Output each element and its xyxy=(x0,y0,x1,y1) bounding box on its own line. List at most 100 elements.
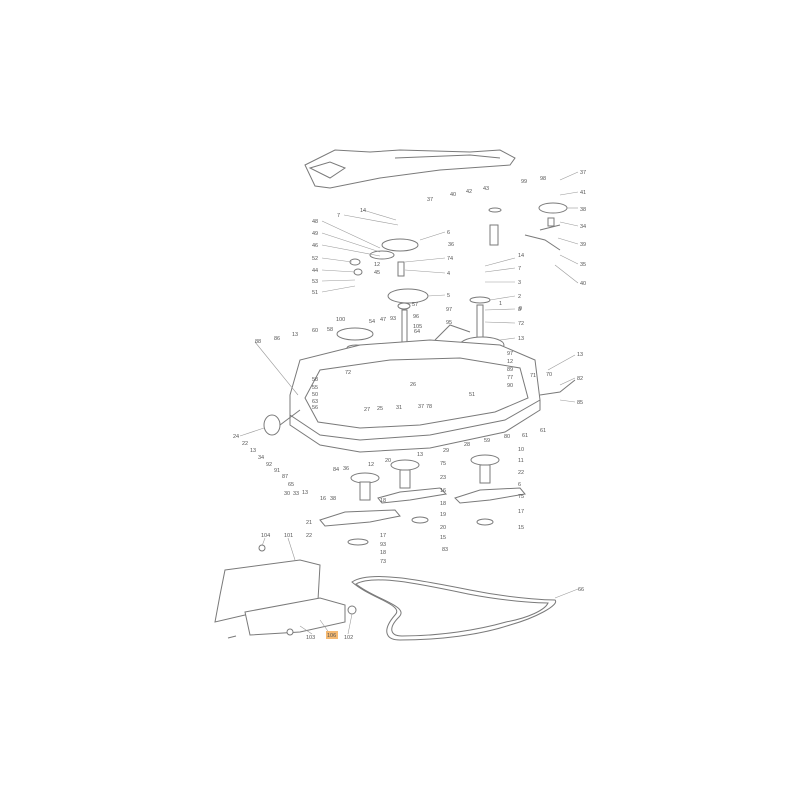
callout-label: 27 xyxy=(364,407,370,413)
callout-label: 39 xyxy=(580,242,586,248)
callout-label: 93 xyxy=(390,316,396,322)
callout-label: 57 xyxy=(412,302,418,308)
callout-label: 88 xyxy=(255,339,261,345)
callout-label: 31 xyxy=(396,405,402,411)
callout-label: 102 xyxy=(344,635,353,641)
callout-label: 98 xyxy=(540,176,546,182)
callout-label: 45 xyxy=(374,270,380,276)
callout-label: 85 xyxy=(577,400,583,406)
callout-label: 64 xyxy=(414,329,420,335)
callout-label: 78 xyxy=(426,404,432,410)
callout-label: 22 xyxy=(306,533,312,539)
callout-label: 53 xyxy=(312,279,318,285)
callout-label: 37 xyxy=(580,170,586,176)
callout-label: 34 xyxy=(580,224,586,230)
callout-label: 3 xyxy=(518,280,521,286)
callout-label: 18 xyxy=(380,550,386,556)
callout-label: 52 xyxy=(312,256,318,262)
callout-label: 61 xyxy=(540,428,546,434)
callout-label: 30 xyxy=(284,491,290,497)
callout-label: 13 xyxy=(302,490,308,496)
callout-label: 19 xyxy=(440,512,446,518)
right-pulley-stack xyxy=(459,202,568,354)
callout-label: 50 xyxy=(312,392,318,398)
callout-label: 36 xyxy=(343,466,349,472)
callout-label: 70 xyxy=(546,372,552,378)
blade-assemblies xyxy=(319,454,526,546)
callout-label: 61 xyxy=(522,433,528,439)
callout-label: 38 xyxy=(330,496,336,502)
callout-label: 71 xyxy=(530,373,536,379)
callout-label: 2 xyxy=(518,294,521,300)
callout-label: 60 xyxy=(312,328,318,334)
callout-label: 10 xyxy=(518,447,524,453)
callout-label: 54 xyxy=(369,319,375,325)
callout-label: 100 xyxy=(336,317,345,323)
callout-label: 87 xyxy=(282,474,288,480)
callout-label: 95 xyxy=(446,320,452,326)
callout-labels: 37 41 38 34 39 35 40 99 98 43 42 40 37 3… xyxy=(233,170,586,641)
callout-label: 34 xyxy=(258,455,264,461)
callout-label: 12 xyxy=(368,462,374,468)
callout-label: 12 xyxy=(507,359,513,365)
callout-label: 49 xyxy=(312,231,318,237)
callout-label: 22 xyxy=(242,441,248,447)
callout-label: 5 xyxy=(447,293,450,299)
callout-label: 58 xyxy=(312,377,318,383)
callout-label: 59 xyxy=(484,438,490,444)
callout-label: 18 xyxy=(440,501,446,507)
highlight-box xyxy=(326,631,338,639)
callout-label: 56 xyxy=(312,405,318,411)
callout-label: 73 xyxy=(380,559,386,565)
callout-label: 37 xyxy=(418,404,424,410)
callout-label: 86 xyxy=(274,336,280,342)
callout-label: 14 xyxy=(518,253,524,259)
callout-label: 16 xyxy=(320,496,326,502)
callout-label: 63 xyxy=(312,399,318,405)
callout-label: 74 xyxy=(447,256,453,262)
callout-label: 20 xyxy=(385,458,391,464)
callout-label: 9 xyxy=(519,306,522,312)
mower-deck xyxy=(263,324,576,453)
callout-label: 38 xyxy=(580,207,586,213)
callout-label: 15 xyxy=(440,535,446,541)
callout-label: 36 xyxy=(448,242,454,248)
callout-label: 21 xyxy=(306,520,312,526)
callout-label: 7 xyxy=(518,266,521,272)
callout-label: 84 xyxy=(333,467,339,473)
callout-label: 17 xyxy=(518,509,524,515)
leader-lines xyxy=(239,171,579,635)
callout-label: 43 xyxy=(483,186,489,192)
callout-label: 48 xyxy=(312,219,318,225)
callout-label: 13 xyxy=(518,336,524,342)
callout-label: 103 xyxy=(306,635,315,641)
callout-label: 23 xyxy=(440,475,446,481)
callout-label: 17 xyxy=(380,533,386,539)
callout-label: 25 xyxy=(377,406,383,412)
callout-label: 83 xyxy=(442,547,448,553)
callout-label: 41 xyxy=(580,190,586,196)
callout-label: 13 xyxy=(577,352,583,358)
callout-label: 47 xyxy=(380,317,386,323)
callout-label: 11 xyxy=(518,458,524,464)
callout-label: 75 xyxy=(518,494,524,500)
callout-label: 106 xyxy=(327,633,336,639)
callout-label: 89 xyxy=(507,367,513,373)
callout-label: 4 xyxy=(447,271,450,277)
callout-label: 72 xyxy=(345,370,351,376)
drive-belt xyxy=(351,576,557,641)
callout-label: 12 xyxy=(374,262,380,268)
callout-label: 77 xyxy=(507,375,513,381)
callout-label: 72 xyxy=(518,321,524,327)
callout-label: 80 xyxy=(504,434,510,440)
callout-label: 55 xyxy=(312,385,318,391)
deck-cover xyxy=(304,149,516,189)
callout-label: 40 xyxy=(450,192,456,198)
callout-label: 44 xyxy=(312,268,318,274)
callout-label: 97 xyxy=(507,351,513,357)
callout-label: 97 xyxy=(446,307,452,313)
callout-label: 65 xyxy=(288,482,294,488)
callout-label: 20 xyxy=(440,525,446,531)
callout-label: 99 xyxy=(521,179,527,185)
